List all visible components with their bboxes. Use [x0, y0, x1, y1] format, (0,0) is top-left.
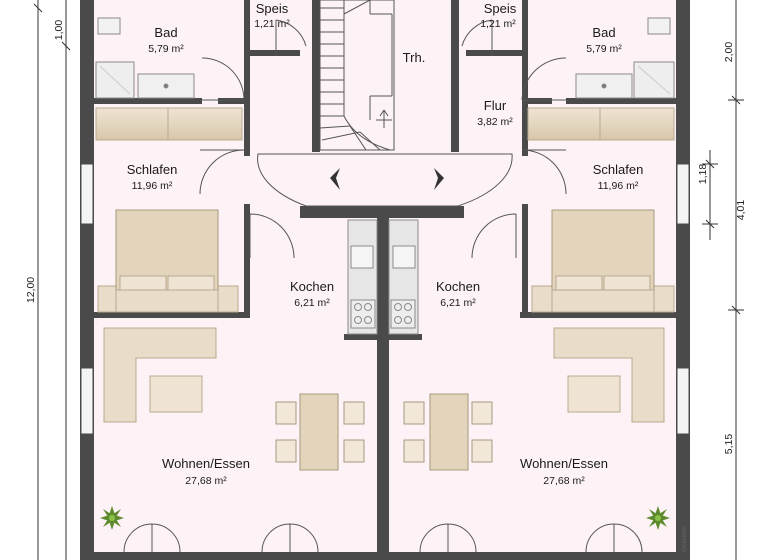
dimension-lines [33, 0, 744, 560]
dining-table-left [275, 393, 365, 471]
dim-right-mid: 4,01 [735, 200, 747, 221]
staircase [319, 0, 395, 151]
area-flur: 3,82 m² [477, 116, 513, 128]
label-kochen-right: Kochen [436, 279, 480, 294]
toilet-icon [647, 17, 671, 35]
label-wohnen-right: Wohnen/Essen [520, 456, 608, 471]
label-kochen-left: Kochen [290, 279, 334, 294]
area-schlafen-left: 11,96 m² [132, 180, 173, 192]
label-bad-right: Bad [592, 25, 615, 40]
dimension-labels: 1,00 12,00 2,00 1,18 4,01 5,15 [25, 20, 747, 455]
label-flur: Flur [484, 98, 507, 113]
label-speis-left: Speis [256, 1, 289, 16]
watermark: Grundriss [682, 526, 688, 552]
dim-left-total: 12,00 [25, 277, 37, 303]
sofa-left [103, 327, 217, 423]
arrow-right-icon [434, 168, 444, 190]
area-wohnen-left: 27,68 m² [185, 475, 227, 487]
arrow-left-icon [330, 168, 340, 190]
kitchen-right [388, 219, 419, 335]
label-schlafen-left: Schlafen [127, 162, 178, 177]
stove-icon [390, 299, 416, 329]
area-kochen-right: 6,21 m² [440, 297, 476, 309]
area-bad-right: 5,79 m² [586, 43, 622, 55]
label-speis-right: Speis [484, 1, 517, 16]
dim-right-window: 1,18 [697, 164, 709, 185]
bathroom-right-fixtures [575, 17, 675, 99]
dim-right-bottom: 5,15 [723, 434, 735, 455]
dim-right-top: 2,00 [723, 42, 735, 63]
area-speis-left: 1,21 m² [254, 18, 290, 30]
area-speis-right: 1,21 m² [480, 18, 516, 30]
bed-left [97, 209, 239, 313]
bathroom-left-fixtures [95, 17, 195, 99]
kitchen-left [347, 219, 378, 335]
fridge-icon [350, 245, 374, 269]
windows [80, 163, 690, 435]
wardrobes [95, 107, 675, 141]
plant-right-icon [646, 506, 670, 530]
area-kochen-left: 6,21 m² [294, 297, 330, 309]
label-treppenhaus: Trh. [403, 50, 426, 65]
toilet-icon [97, 17, 121, 35]
stove-icon [350, 299, 376, 329]
fridge-icon [392, 245, 416, 269]
dim-left-top: 1,00 [53, 20, 65, 41]
plant-left-icon [100, 506, 124, 530]
sofa-right [553, 327, 665, 423]
bed-right [531, 209, 675, 313]
label-bad-left: Bad [154, 25, 177, 40]
area-wohnen-right: 27,68 m² [543, 475, 585, 487]
dining-table-right [403, 393, 493, 471]
landing [257, 153, 513, 207]
area-bad-left: 5,79 m² [148, 43, 184, 55]
area-schlafen-right: 11,96 m² [598, 180, 639, 192]
label-wohnen-left: Wohnen/Essen [162, 456, 250, 471]
label-schlafen-right: Schlafen [593, 162, 644, 177]
door-swings [123, 19, 643, 553]
room-labels: Bad 5,79 m² Speis 1,21 m² Trh. Speis 1,2… [127, 1, 644, 487]
